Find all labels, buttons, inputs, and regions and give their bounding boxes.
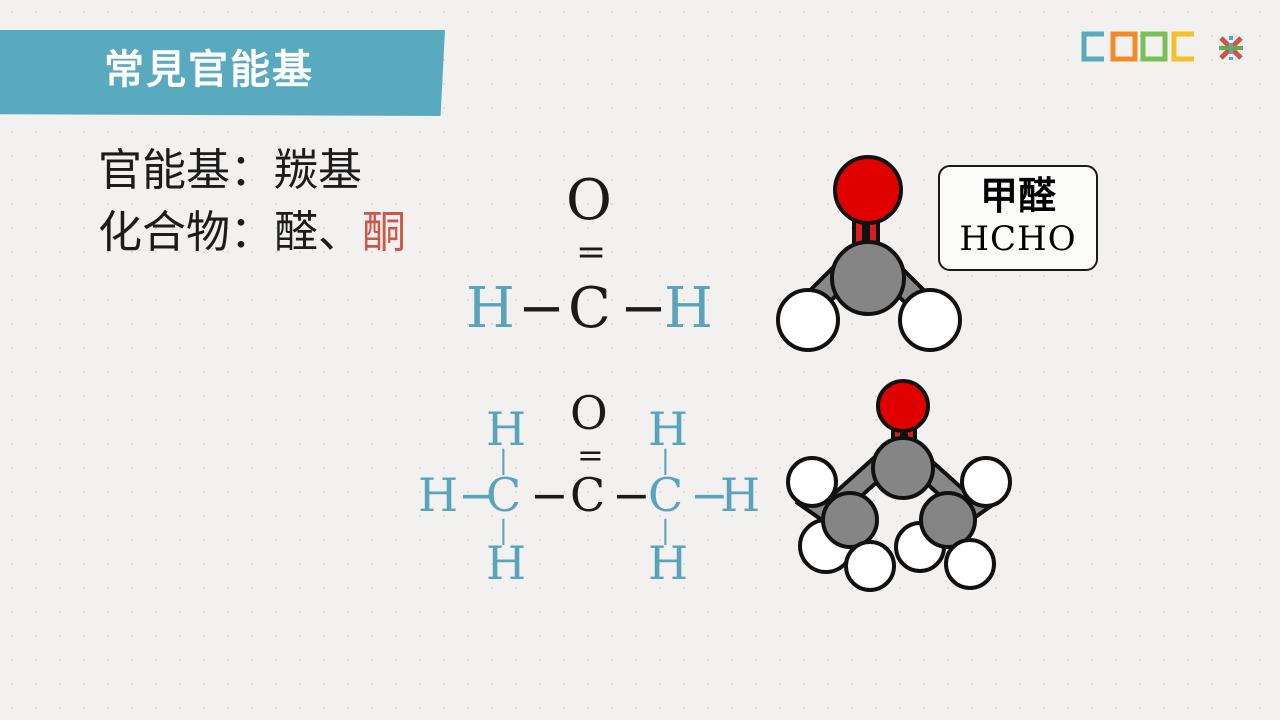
formaldehyde-model bbox=[776, 155, 962, 352]
vertical-bond: | bbox=[661, 446, 670, 476]
bond-right: − bbox=[620, 276, 667, 341]
carbon-right: C bbox=[648, 468, 684, 522]
hydrogen-top-right: H bbox=[648, 402, 689, 456]
vertical-bond: | bbox=[499, 516, 508, 546]
vertical-bond: | bbox=[661, 516, 670, 546]
oxygen-atom: O bbox=[570, 386, 608, 440]
bond: − bbox=[612, 468, 651, 522]
double-bond: = bbox=[577, 436, 604, 474]
compound-name: 甲醛 bbox=[979, 174, 1056, 218]
hydrogen-top-left: H bbox=[486, 402, 527, 456]
hydrogen-right: H bbox=[664, 276, 713, 341]
separator: ： bbox=[230, 207, 274, 258]
oxygen-atom: O bbox=[566, 168, 612, 233]
separator: ： bbox=[230, 145, 274, 196]
bond: − bbox=[458, 468, 497, 522]
label-compounds: 化合物 bbox=[98, 207, 230, 258]
bond: − bbox=[530, 468, 569, 522]
cooc-logo bbox=[1080, 30, 1250, 68]
carbon-atom: C bbox=[568, 276, 611, 341]
compound-formula: HCHO bbox=[959, 219, 1077, 259]
hydrogen-bottom-left: H bbox=[486, 536, 527, 590]
definition-line-functional-group: 官能基：羰基 bbox=[98, 140, 406, 202]
vertical-bond: | bbox=[499, 446, 508, 476]
bond: − bbox=[690, 468, 729, 522]
definition-line-compounds: 化合物：醛、酮 bbox=[98, 202, 406, 264]
carbon-left: C bbox=[486, 468, 522, 522]
hydrogen-left: H bbox=[418, 468, 459, 522]
comma: 、 bbox=[318, 207, 362, 258]
header-banner bbox=[0, 30, 445, 116]
bond-left: − bbox=[518, 276, 565, 341]
double-bond: = bbox=[576, 232, 607, 273]
acetone-model bbox=[786, 379, 1012, 592]
label-functional-group: 官能基 bbox=[98, 145, 230, 196]
formaldehyde-label: 甲醛 HCHO bbox=[938, 165, 1098, 271]
value-ketone: 酮 bbox=[362, 207, 406, 258]
carbon-center: C bbox=[570, 468, 606, 522]
value-carbonyl: 羰基 bbox=[274, 145, 362, 196]
hydrogen-right: H bbox=[720, 468, 761, 522]
page-title: 常見官能基 bbox=[104, 47, 314, 93]
hydrogen-left: H bbox=[466, 276, 515, 341]
value-aldehyde: 醛 bbox=[274, 207, 318, 258]
hydrogen-bottom-right: H bbox=[648, 536, 689, 590]
definitions: 官能基：羰基 化合物：醛、酮 bbox=[98, 140, 406, 264]
